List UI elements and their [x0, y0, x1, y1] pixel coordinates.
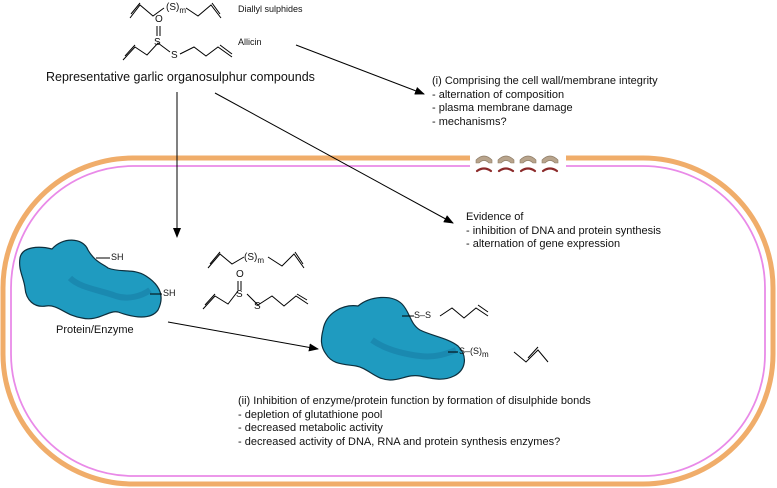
mechanism-ii-line: (ii) Inhibition of enzyme/protein functi… [238, 395, 591, 407]
allicin-right-chain [179, 46, 233, 58]
mechanism-ii-line: - depletion of glutathione pool [238, 408, 383, 421]
mechanism-i-line: - plasma membrane damage [432, 102, 573, 114]
allicin-sulfur-top-label: S [154, 37, 161, 48]
modified-s-sm-chain [513, 349, 549, 363]
modified-s-s-chain [439, 307, 489, 319]
evidence-line: - inhibition of DNA and protein synthesi… [466, 224, 662, 237]
membrane-gap [470, 150, 566, 176]
damaged-pores [475, 155, 559, 173]
diallyl-sulphides-label: Diallyl sulphides [238, 4, 303, 14]
mid-allicin-right-chain [246, 293, 309, 307]
mid-allicin-left-chain [202, 290, 239, 310]
mechanism-ii-line: - decreased metabolic activity [238, 422, 383, 434]
sh-group-top-label: SH [111, 252, 124, 262]
mid-allicin-oxygen-label: O [236, 269, 244, 280]
mid-allicin-sulfur-top-label: S [236, 289, 243, 300]
plasma-membrane [10, 165, 766, 477]
mechanism-i-line: - mechanisms? [432, 115, 507, 128]
protein-enzyme-shape [19, 239, 162, 320]
mechanism-i-text: (i) Comprising the cell wall/membrane in… [432, 75, 658, 129]
protein-enzyme-label: Protein/Enzyme [56, 324, 134, 336]
cell-wall [0, 155, 776, 487]
mechanism-ii-text: (ii) Inhibition of enzyme/protein functi… [238, 395, 591, 449]
evidence-text: Evidence of - inhibition of DNA and prot… [466, 211, 661, 252]
mechanism-i-line: - alternation of composition [432, 88, 565, 101]
modified-s-sm-label: S–(S)m [459, 346, 489, 359]
arrow-to-mechanism-i [295, 44, 425, 95]
modified-protein-shape [320, 296, 465, 381]
modified-s-s-label: S–S [414, 310, 432, 320]
mid-diallyl-right-chain [267, 253, 305, 269]
evidence-line: - alternation of gene expression [466, 238, 621, 250]
sh-group-right-label: SH [163, 288, 176, 298]
arrow-to-evidence [214, 92, 454, 224]
allicin-label: Allicin [238, 37, 262, 47]
allicin-left-chain [122, 42, 171, 61]
mechanism-ii-line: - decreased activity of DNA, RNA and pro… [238, 435, 561, 448]
allicin-oxygen-label: O [155, 14, 163, 25]
allicin-sulfur-bottom-label: S [171, 50, 178, 61]
arrow-to-modified-protein [167, 321, 319, 352]
compounds-caption: Representative garlic organosulphur comp… [46, 70, 315, 84]
mid-allicin-sulfur-bottom-label: S [254, 301, 261, 312]
mid-diallyl-left-chain [207, 253, 245, 269]
mechanism-i-line: (i) Comprising the cell wall/membrane in… [432, 75, 658, 87]
diallyl-sulphide-right-chain [185, 4, 222, 19]
sulfur-chain-label: (S)m [166, 2, 187, 15]
mid-sulfur-chain-label: (S)m [244, 252, 265, 265]
diallyl-sulphide-left-chain [129, 4, 165, 19]
evidence-line: Evidence of [466, 211, 524, 223]
